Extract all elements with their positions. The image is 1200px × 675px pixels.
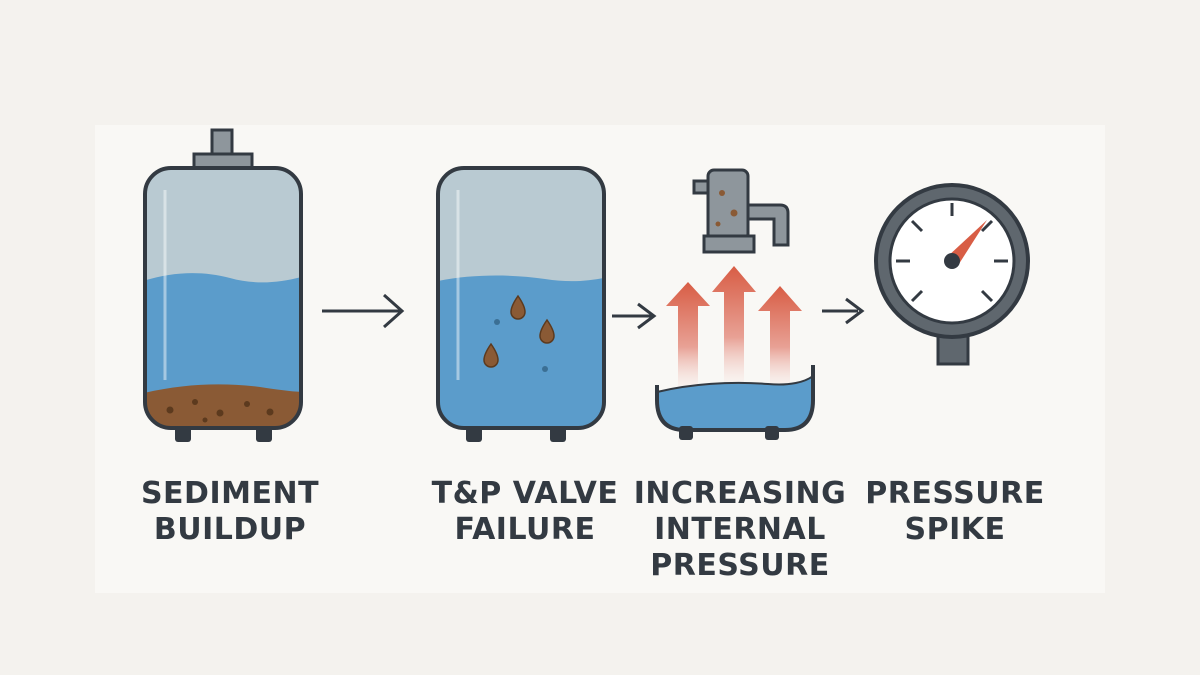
rising-pressure-arrows (666, 266, 802, 390)
tp-valve-icon (692, 168, 790, 254)
flow-arrow-1 (322, 293, 405, 329)
step-label-pressure-spike: PRESSURE SPIKE (865, 476, 1045, 547)
step-label-increasing-internal-pressure: INCREASING INTERNAL PRESSURE (633, 476, 847, 583)
flow-arrow-3 (822, 297, 865, 325)
flow-arrow-2 (612, 302, 657, 330)
sediment-tank-icon (143, 128, 303, 442)
water-basin-icon (655, 365, 815, 440)
step-label-sediment-buildup: SEDIMENT BUILDUP (140, 476, 320, 547)
valve-failure-tank-icon (436, 166, 606, 442)
step-label-tp-valve-failure: T&P VALVE FAILURE (431, 476, 619, 547)
pressure-gauge-icon (874, 183, 1030, 366)
